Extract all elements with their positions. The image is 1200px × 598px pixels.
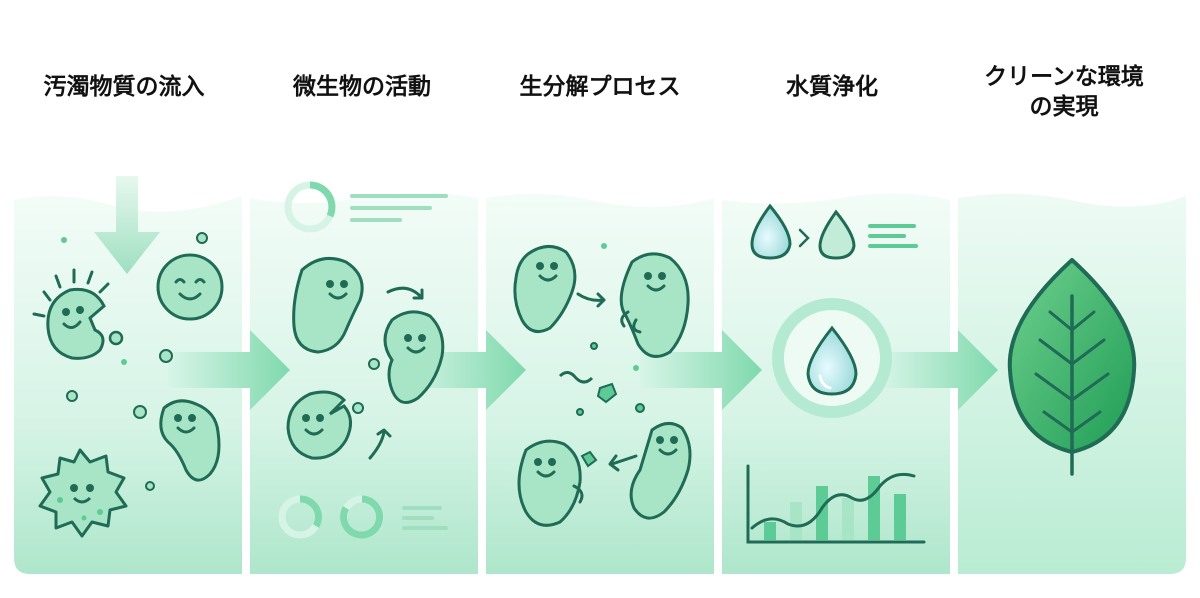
curved-arrow-icon-step3 (576, 292, 638, 472)
down-arrow-icon (94, 176, 160, 274)
microbe-icon-step3c (517, 439, 584, 527)
microbe-eating-icon (32, 268, 110, 360)
text-lines-icon-small (402, 506, 448, 530)
curved-arrow-icon (368, 286, 424, 460)
text-lines-icon (350, 194, 448, 222)
microbe-eating-icon-step2 (286, 390, 352, 460)
leaf-icon (1007, 258, 1137, 476)
microbe-icon-step3b (619, 252, 690, 358)
microbe-icon-step2a (292, 256, 364, 354)
microbe-icon-step1 (159, 399, 221, 482)
water-drop-icon-clear (818, 209, 856, 260)
microbe-icon-step2b (383, 310, 445, 404)
microbe-icon-step3d (629, 422, 692, 520)
chevron-right-icon (798, 228, 810, 248)
gauge-icon-pair (278, 495, 384, 539)
water-drop-icon (772, 298, 892, 418)
microbe-icon-step3a (513, 245, 577, 334)
flow-arrow-3 (640, 330, 762, 410)
step-title-microbes: 微生物の活動 (293, 74, 431, 100)
gauge-icon (284, 181, 336, 233)
particles-step2 (352, 358, 380, 414)
step-title-inflow: 汚濁物質の流入 (43, 74, 205, 100)
smiling-microbe-icon (156, 253, 224, 321)
bar-line-chart-icon (746, 464, 926, 544)
flow-arrow-2 (400, 330, 526, 410)
water-drop-icon-small (750, 203, 792, 260)
text-lines-icon-step4 (868, 224, 918, 248)
fragment-icon (558, 243, 645, 468)
pollutant-particles (61, 232, 208, 491)
flow-arrow-1 (168, 330, 290, 410)
pollutant-particle-icon (108, 330, 124, 346)
spiky-microbe-icon (38, 448, 128, 538)
flow-arrow-4 (880, 330, 998, 410)
step-title-biodegradation: 生分解プロセス (519, 74, 681, 100)
step-title-clean: クリーンな環境 の実現 (984, 64, 1144, 120)
step-title-purification: 水質浄化 (786, 74, 878, 100)
